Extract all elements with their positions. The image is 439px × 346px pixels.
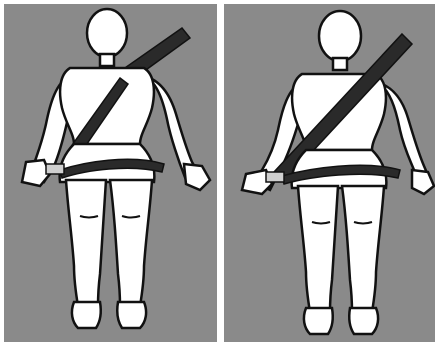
left-leg	[298, 186, 338, 312]
mannequin-illustration-right	[224, 4, 435, 342]
buckle	[46, 164, 64, 174]
head	[87, 9, 127, 57]
head	[319, 11, 361, 61]
panel-correct-belt	[224, 4, 435, 342]
right-leg	[342, 186, 384, 312]
right-leg	[110, 180, 152, 306]
neck	[333, 58, 347, 70]
right-hand	[412, 170, 434, 194]
left-foot	[304, 308, 333, 334]
buckle	[266, 172, 284, 182]
right-hand	[184, 164, 210, 190]
panel-incorrect-belt	[4, 4, 217, 342]
left-foot	[72, 302, 101, 328]
right-foot	[349, 308, 378, 334]
mannequin-illustration-left	[4, 4, 217, 342]
left-leg	[66, 180, 106, 306]
neck	[100, 54, 114, 66]
right-foot	[117, 302, 146, 328]
